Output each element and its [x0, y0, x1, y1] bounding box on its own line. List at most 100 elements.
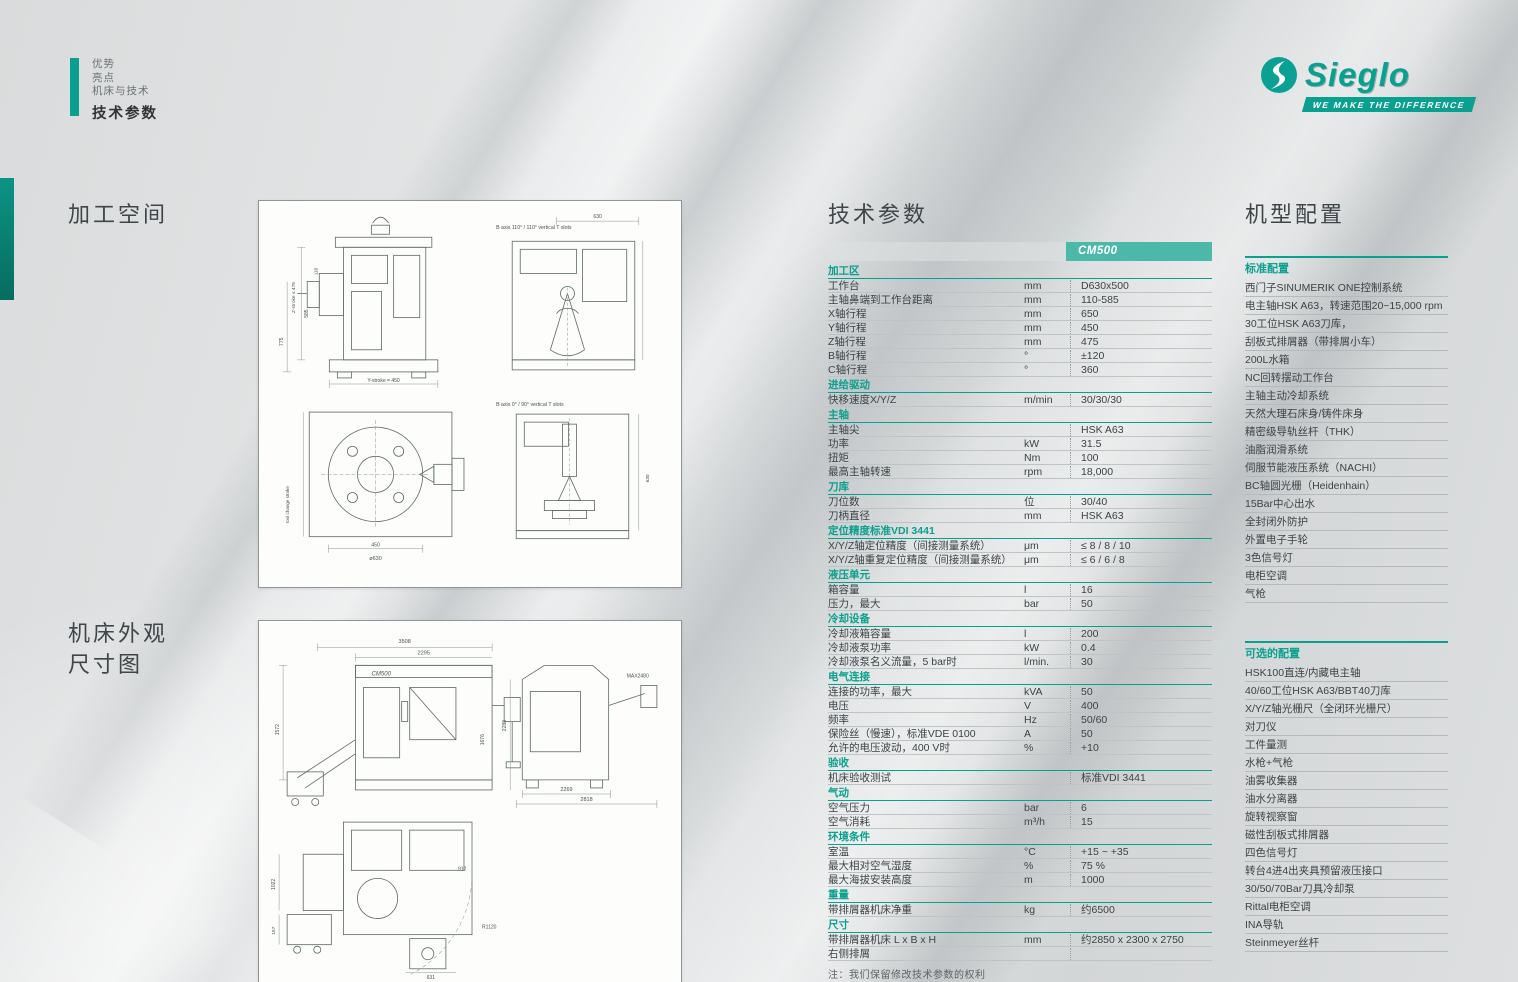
spec-section-header: 加工区 [828, 263, 1212, 279]
spec-section-header: 定位精度标准VDI 3441 [828, 523, 1212, 539]
spec-value: 约2850 x 2300 x 2750 [1070, 933, 1212, 946]
config-item: 精密级导轨丝杆（THK） [1245, 423, 1448, 441]
config-item: 伺服节能液压系统（NACHI） [1245, 459, 1448, 477]
label-tool-change-stroke: tool change stroke [285, 486, 290, 523]
spec-value: 1000 [1070, 873, 1212, 886]
standard-config-header: 标准配置 [1245, 256, 1448, 279]
breadcrumb: 优势 亮点 机床与技术 技术参数 [70, 58, 158, 123]
spec-unit: μm [1024, 539, 1039, 552]
spec-label: 室温 [828, 845, 849, 858]
spec-value: 360 [1070, 363, 1212, 376]
spec-value: 标准VDI 3441 [1070, 771, 1212, 784]
config-item: 40/60工位HSK A63/BBT40刀库 [1245, 682, 1448, 700]
spec-section-header: 主轴 [828, 407, 1212, 423]
spec-section-header: 气动 [828, 785, 1212, 801]
spec-value: 0.4 [1070, 641, 1212, 654]
spec-label: 保险丝（慢速），标准VDE 0100 [828, 727, 976, 740]
config-item: 天然大理石床身/铸件床身 [1245, 405, 1448, 423]
spec-unit: l/min. [1024, 655, 1050, 668]
brand-tagline: WE MAKE THE DIFFERENCE [1301, 97, 1477, 112]
spec-value: 18,000 [1070, 465, 1212, 478]
spec-label: C轴行程 [828, 363, 868, 376]
config-item: BC轴圆光栅（Heidenhain） [1245, 477, 1448, 495]
spec-value: 30/40 [1070, 495, 1212, 508]
dim-630-side: 630 [645, 474, 651, 482]
standard-config: 标准配置 西门子SINUMERIK ONE控制系统电主轴HSK A63，转速范围… [1245, 256, 1448, 603]
config-item: 30工位HSK A63刀库， [1245, 315, 1448, 333]
workspace-drawing: Z-stroke ≤ 475 585 775 110 Y-stroke = 45… [258, 200, 682, 588]
spec-value: ±120 [1070, 349, 1212, 362]
outline-model-label: CM500 [372, 671, 392, 677]
config-item: 旋转视察窗 [1245, 808, 1448, 826]
dim-table-diameter: ø630 [369, 556, 382, 562]
config-item: 油雾收集器 [1245, 772, 1448, 790]
spec-unit: mm [1024, 293, 1042, 306]
spec-unit: kg [1024, 903, 1036, 916]
spec-unit: mm [1024, 335, 1042, 348]
spec-row: C轴行程 ° 360 [828, 363, 1212, 377]
dim-2288: 2288 [502, 720, 508, 731]
spec-unit: mm [1024, 509, 1042, 522]
label-b-axis-110: B axis 110° / 110° vertical T slots [496, 225, 572, 231]
spec-unit [1024, 948, 1070, 960]
config-item: HSK100直连/内藏电主轴 [1245, 664, 1448, 682]
spec-value: 50 [1070, 685, 1212, 698]
breadcrumb-active: 技术参数 [92, 105, 158, 122]
spec-label: 空气消耗 [828, 815, 870, 828]
config-item: 主轴主动冷却系统 [1245, 387, 1448, 405]
spec-section-header: 刀库 [828, 479, 1212, 495]
spec-value: 约6500 [1070, 903, 1212, 916]
config-item: 四色信号灯 [1245, 844, 1448, 862]
spec-label: 刀柄直径 [828, 509, 870, 522]
spec-note: 注：我们保留修改技术参数的权利 [828, 970, 986, 981]
spec-value: 50 [1070, 597, 1212, 610]
spec-value: 30/30/30 [1070, 393, 1212, 406]
spec-label: 允许的电压波动，400 V时 [828, 741, 950, 754]
spec-value: 400 [1070, 699, 1212, 712]
dim-585: 585 [304, 309, 310, 318]
spec-unit: ° [1024, 363, 1029, 376]
spec-label: 箱容量 [828, 583, 860, 596]
spec-section-header: 液压单元 [828, 567, 1212, 583]
dim-z-stroke: Z-stroke ≤ 475 [291, 282, 297, 313]
model-name: CM500 [1066, 242, 1212, 261]
config-item: 对刀仪 [1245, 718, 1448, 736]
config-item: 工件量测 [1245, 736, 1448, 754]
workspace-drawing-svg: Z-stroke ≤ 475 585 775 110 Y-stroke = 45… [279, 214, 651, 562]
spec-unit: mm [1024, 279, 1042, 292]
dim-y-stroke: Y-stroke = 450 [367, 378, 400, 384]
workspace-section-title: 加工空间 [68, 202, 169, 227]
spec-label: 带排屑器机床 L x B x H [828, 933, 937, 946]
config-item: 刮板式排屑器（带排屑小车） [1245, 333, 1448, 351]
config-item: 油脂润滑系统 [1245, 441, 1448, 459]
config-item: 电柜空调 [1245, 567, 1448, 585]
spec-label: Z轴行程 [828, 335, 866, 348]
spec-label: 冷却液箱容量 [828, 627, 891, 640]
spec-value: 650 [1070, 307, 1212, 320]
spec-label: 扭矩 [828, 451, 849, 464]
dim-630-top: 630 [593, 214, 602, 220]
spec-section-header: 进给驱动 [828, 377, 1212, 393]
spec-value: 200 [1070, 627, 1212, 640]
brand-logo: Sieglo WE MAKE THE DIFFERENCE [1260, 56, 1477, 113]
spec-unit: A [1024, 727, 1032, 740]
dim-max2480: MAX2480 [627, 673, 649, 679]
spec-label: X/Y/Z轴重复定位精度（间接测量系统） [828, 553, 1012, 566]
specs-section-title: 技术参数 [828, 202, 929, 227]
spec-label: 主轴鼻端到工作台距离 [828, 293, 933, 306]
